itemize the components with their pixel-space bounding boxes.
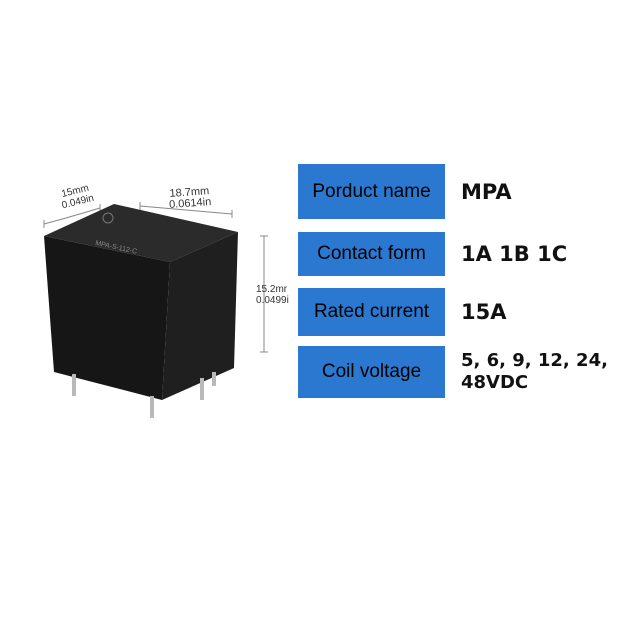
relay-front-face (44, 236, 170, 400)
height-dimension-label: 15.2mr 0.0499i (256, 284, 289, 306)
rated-current-label: Rated current (298, 288, 445, 336)
relay-top-face (44, 204, 238, 262)
coil-voltage-label: Coil voltage (298, 346, 445, 398)
coil-voltage-value: 5, 6, 9, 12, 24, 48VDC (461, 350, 608, 393)
product-name-value: MPA (461, 180, 512, 204)
length-dimension-label: 18.7mm 0.0614in (168, 185, 212, 211)
product-name-label: Porduct name (298, 164, 445, 219)
height-mm: 15.2mr (256, 284, 288, 295)
contact-form-value: 1A 1B 1C (461, 242, 568, 266)
relay-pins (72, 372, 216, 418)
rated-current-value: 15A (461, 300, 507, 324)
relay-side-face (162, 232, 238, 400)
height-in: 0.0499i (256, 295, 289, 306)
relay-markings (102, 212, 114, 224)
contact-form-label: Contact form (298, 232, 445, 276)
dimension-lines (43, 202, 268, 353)
